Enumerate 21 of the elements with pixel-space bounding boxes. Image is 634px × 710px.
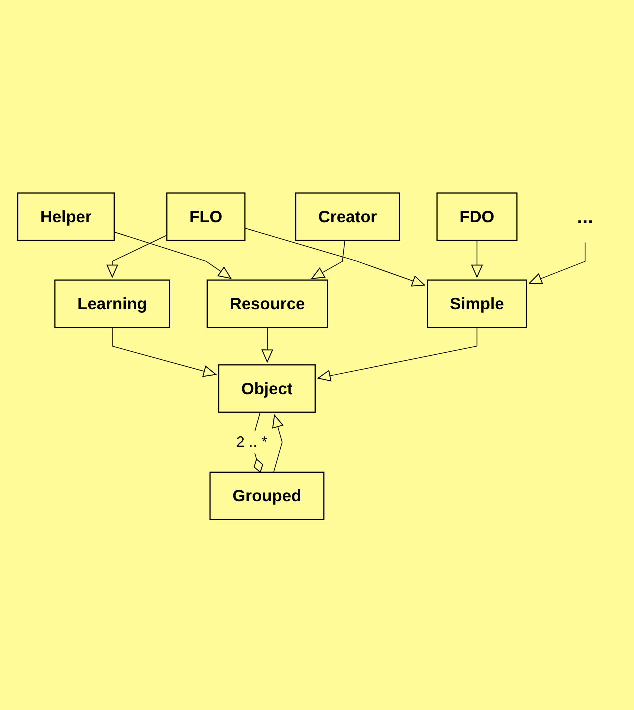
arrow bbox=[262, 326, 274, 362]
node-box: Object bbox=[218, 364, 316, 413]
arrow bbox=[312, 240, 346, 279]
arrow bbox=[106, 234, 168, 278]
node-box: Simple bbox=[427, 279, 528, 328]
arrow bbox=[114, 232, 232, 279]
arrow bbox=[529, 242, 586, 284]
node-box: Grouped bbox=[210, 472, 325, 520]
edge-label: 2 .. * bbox=[236, 434, 268, 450]
node-box: Resource bbox=[206, 279, 328, 328]
arrow bbox=[318, 326, 478, 382]
node-box: Creator bbox=[295, 192, 400, 241]
node-box: Learning bbox=[54, 279, 170, 328]
node-text: ... bbox=[577, 204, 594, 228]
arrow bbox=[472, 240, 483, 278]
node-box: FDO bbox=[436, 192, 518, 241]
node-box: Helper bbox=[17, 192, 115, 241]
node-box: FLO bbox=[166, 192, 246, 241]
arrow bbox=[112, 326, 217, 377]
arrow bbox=[272, 414, 284, 472]
arrow bbox=[244, 228, 426, 286]
